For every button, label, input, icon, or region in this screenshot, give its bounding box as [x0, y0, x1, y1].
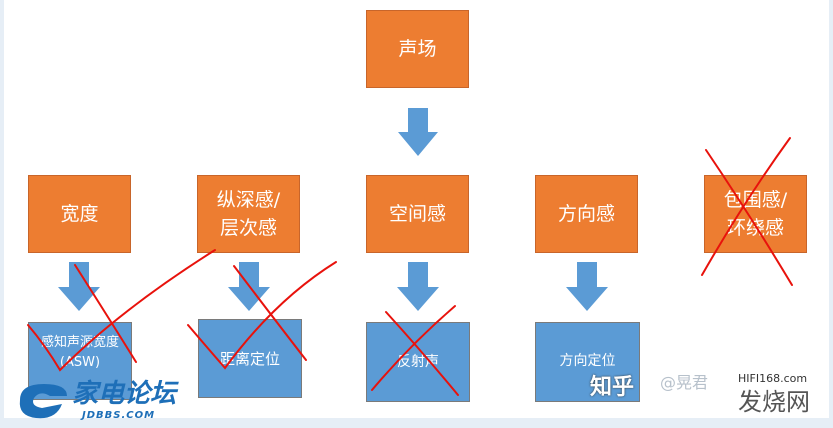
- node-distance-localization: 距离定位: [198, 319, 302, 398]
- node-reflection: 反射声: [366, 322, 470, 402]
- node-label: 方向定位: [559, 353, 616, 369]
- author-watermark: @晃君: [660, 373, 709, 392]
- arrow-down-1: [58, 262, 100, 311]
- arrow-down-2: [228, 262, 270, 311]
- node-label: 感知声源宽度 (ASW): [40, 335, 119, 370]
- node-label: 距离定位: [219, 349, 280, 368]
- node-soundstage: 声场: [366, 10, 469, 88]
- node-label: 包围感/ 环绕感: [723, 189, 788, 239]
- hifi-text: 发烧网: [738, 388, 810, 416]
- node-width: 宽度: [28, 175, 131, 253]
- jdbbs-url: JDBBS.COM: [82, 410, 156, 421]
- jdbbs-text: 家电论坛: [72, 379, 177, 409]
- node-depth: 纵深感/ 层次感: [197, 175, 300, 253]
- arrow-root-down: [398, 108, 438, 156]
- node-direction: 方向感: [535, 175, 638, 253]
- jdbbs-logo-icon: [19, 384, 67, 419]
- hifi-url: HIFI168.com: [738, 372, 808, 385]
- arrow-down-3: [397, 262, 439, 311]
- node-label: 声场: [398, 38, 437, 60]
- node-label: 方向感: [557, 203, 615, 225]
- arrow-down-4: [566, 262, 608, 311]
- node-label: 反射声: [397, 354, 439, 370]
- zhihu-watermark: 知乎: [590, 375, 635, 400]
- node-envelopment: 包围感/ 环绕感: [704, 175, 807, 253]
- node-label: 空间感: [388, 203, 446, 225]
- node-label: 纵深感/ 层次感: [216, 189, 281, 239]
- node-direction-localization: 方向定位: [535, 322, 640, 402]
- node-spaciousness: 空间感: [366, 175, 469, 253]
- node-label: 宽度: [60, 203, 99, 225]
